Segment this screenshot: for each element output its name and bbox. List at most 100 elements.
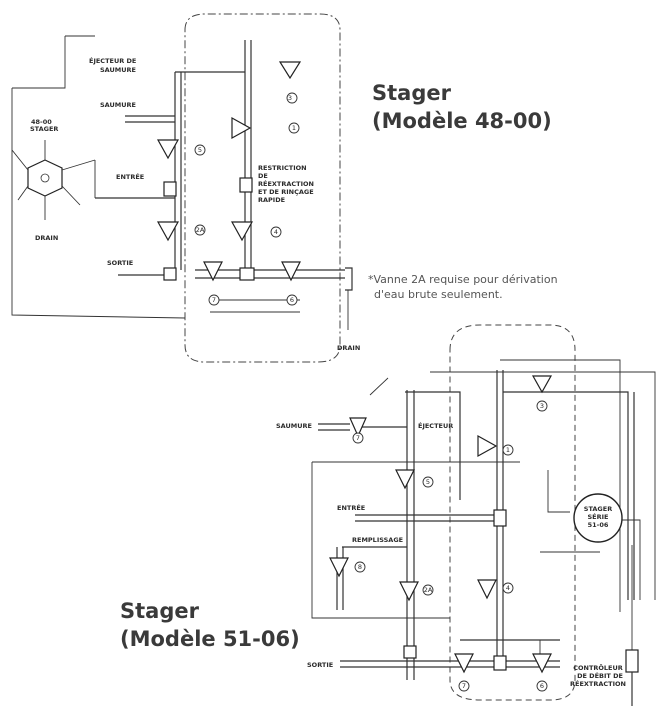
- num-circle-51-8: [354, 561, 366, 573]
- num-circle-51-7: [458, 680, 470, 692]
- valve-body-48-b: [163, 267, 177, 281]
- valve-number-48-3: 3: [288, 94, 292, 102]
- label-ejecteur-saumure-48: SAUMURE: [100, 66, 136, 74]
- label-remplissage-51: REMPLISSAGE: [352, 536, 403, 544]
- valve-number-51-6: 6: [540, 682, 544, 690]
- num-circle-48-7: [208, 294, 220, 306]
- valve-number-48-5: 5: [198, 146, 202, 154]
- valve-number-48-2a: 2A: [196, 226, 205, 234]
- num-circle-51-brine: [352, 432, 364, 444]
- label-saumure-48: SAUMURE: [100, 101, 136, 109]
- valve-number-51-brine: 7: [356, 434, 360, 442]
- valve-5-51: [395, 469, 415, 490]
- valve-number-48-4: 4: [274, 228, 278, 236]
- valve-number-51-5: 5: [426, 478, 430, 486]
- valve-2a-48: [156, 221, 180, 242]
- num-circle-48-1: [288, 122, 300, 134]
- valve-body-51-b: [403, 645, 417, 659]
- valve-2a-51: [399, 581, 419, 602]
- note-line1: *Vanne 2A requise pour dérivation: [368, 273, 558, 286]
- valve-7-51: [454, 653, 474, 674]
- valve-3-48: [278, 61, 302, 80]
- valve-4-48: [230, 221, 254, 242]
- label-controleur-line1: CONTRÔLEUR: [573, 663, 623, 672]
- num-circle-51-5: [422, 476, 434, 488]
- num-circle-51-4: [502, 582, 514, 594]
- valve-number-51-4: 4: [506, 584, 510, 592]
- tank-outline-51: [449, 324, 576, 701]
- valve-number-48-6: 6: [290, 296, 294, 304]
- label-stager-51-line1: STAGER: [584, 505, 612, 513]
- label-entree-48: ENTRÉE: [116, 172, 144, 181]
- label-restriction-4: ET DE RINÇAGE: [258, 188, 314, 196]
- label-restriction-2: DE: [258, 172, 268, 180]
- control-line-48-left: [11, 88, 186, 319]
- valve-number-51-1: 1: [506, 446, 510, 454]
- valve-body-48-c: [239, 267, 255, 281]
- label-sortie-51: SORTIE: [307, 661, 333, 669]
- num-circle-48-5: [194, 144, 206, 156]
- diagram-51-06: [311, 324, 656, 706]
- num-circle-51-1: [502, 444, 514, 456]
- valve-number-51-2a: 2A: [424, 586, 433, 594]
- label-controleur-line3: RÉEXTRACTION: [570, 679, 626, 688]
- num-circle-48-3: [286, 92, 298, 104]
- valve-number-51-7: 7: [462, 682, 466, 690]
- restriction-body-48: [239, 177, 253, 193]
- outlet-header-48: [195, 269, 345, 279]
- title-51-line2: (Modèle 51-06): [120, 627, 300, 651]
- title-48-line1: Stager: [372, 81, 451, 105]
- label-saumure-51: SAUMURE: [276, 422, 312, 430]
- num-circle-48-6: [286, 294, 298, 306]
- valve-number-51-8: 8: [358, 563, 362, 571]
- outlet-header-51: [340, 660, 560, 668]
- title-51-line1: Stager: [120, 599, 199, 623]
- label-ejecteur-48: ÉJECTEUR DE: [89, 56, 136, 65]
- inlet-line-51: [355, 514, 497, 522]
- label-drain-bottom-48: DRAIN: [337, 344, 360, 352]
- label-stager-model-48: 48-00: [31, 118, 52, 126]
- valve-6-51: [532, 653, 552, 674]
- num-circle-48-2a: [194, 224, 206, 236]
- label-drain-left-48: DRAIN: [35, 234, 58, 242]
- valve-1-51: [477, 434, 498, 458]
- label-stager-51-line3: 51-06: [588, 521, 609, 529]
- brine-line-51: [318, 423, 350, 431]
- pipe-center-48: [244, 40, 252, 270]
- note-line2: d'eau brute seulement.: [374, 288, 503, 301]
- label-stager-48: STAGER: [30, 125, 58, 133]
- valve-number-48-7: 7: [212, 296, 216, 304]
- label-restriction-5: RAPIDE: [258, 196, 285, 204]
- brine-line-48: [125, 115, 175, 123]
- backwash-flow-controller: [625, 649, 639, 673]
- valve-body-51-c: [493, 655, 507, 671]
- label-restriction-1: RESTRICTION: [258, 164, 307, 172]
- valve-body-48-a: [163, 181, 177, 197]
- title-48-line2: (Modèle 48-00): [372, 109, 552, 133]
- label-controleur-line2: DE DÉBIT DE: [577, 671, 623, 680]
- valve-3-51: [531, 375, 553, 394]
- stager-48-hexagon: [27, 159, 63, 197]
- valve-body-51-a: [493, 509, 507, 527]
- valve-5-48: [156, 139, 180, 160]
- label-stager-51-line2: SÉRIE: [588, 512, 609, 521]
- valve-number-48-1: 1: [292, 124, 296, 132]
- num-circle-51-3: [536, 400, 548, 412]
- valve-1-48: [231, 116, 252, 140]
- stager-51-06-dial: [573, 493, 623, 543]
- num-circle-48-4: [270, 226, 282, 238]
- tank-outline-48: [184, 13, 341, 363]
- control-line-48-top: [12, 36, 66, 89]
- num-circle-51-6: [536, 680, 548, 692]
- diagram-48-00: [11, 13, 353, 363]
- label-sortie-48: SORTIE: [107, 259, 133, 267]
- valve-number-51-3: 3: [540, 402, 544, 410]
- valve-6-48: [281, 261, 301, 282]
- valve-8-51: [329, 557, 349, 578]
- num-circle-51-2a: [422, 584, 434, 596]
- valve-7-48: [203, 261, 223, 282]
- label-ejecteur-51: ÉJECTEUR: [418, 421, 453, 430]
- label-restriction-3: RÉEXTRACTION: [258, 179, 314, 188]
